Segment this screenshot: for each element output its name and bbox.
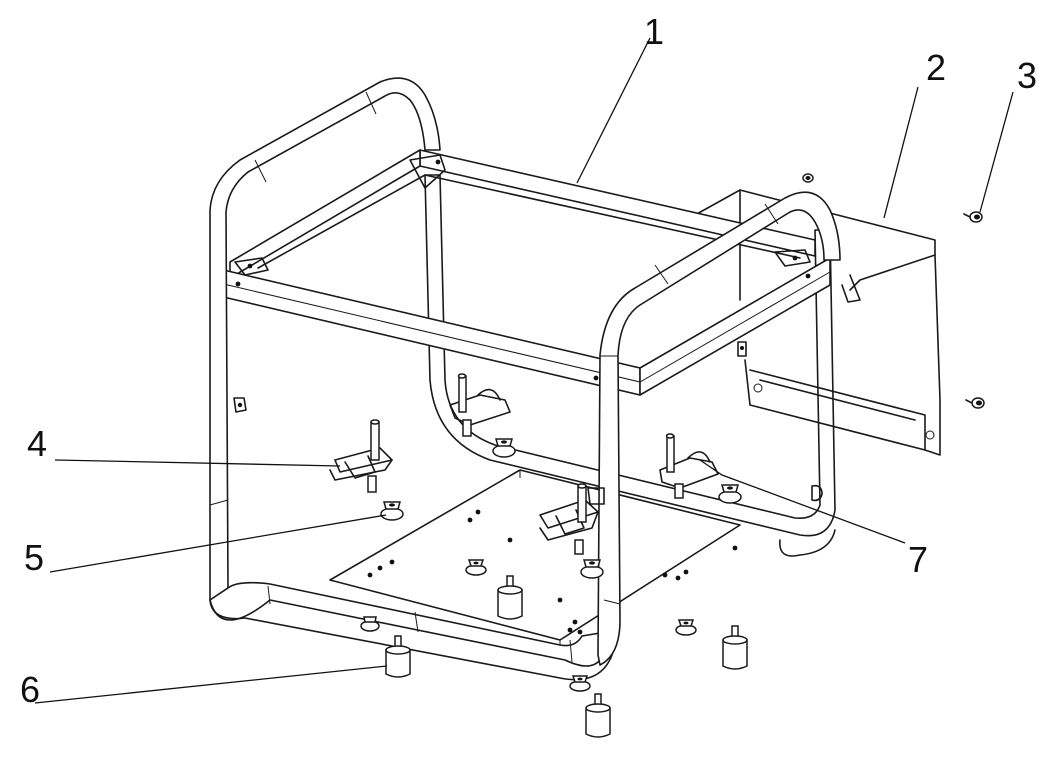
flange-nuts: [360, 438, 742, 692]
engine-mount-rear-right: [659, 433, 719, 499]
callout-labels: 1 2 3 4 5 6 7: [20, 11, 1037, 710]
leader-6: [34, 665, 388, 704]
rubber-feet: [385, 575, 748, 738]
rear-bracket-panel: [694, 189, 941, 456]
frame-front-loop: [209, 77, 841, 681]
callout-4: 4: [27, 423, 47, 464]
leader-1: [576, 37, 651, 184]
callout-7: 7: [908, 539, 928, 580]
leader-7: [699, 459, 906, 544]
callout-5: 5: [24, 537, 44, 578]
leader-5: [49, 514, 387, 573]
callout-1: 1: [644, 11, 664, 52]
leader-2: [883, 86, 919, 219]
callout-3: 3: [1017, 55, 1037, 96]
engine-mount-left: [329, 419, 393, 493]
leader-4: [54, 459, 341, 467]
leader-3: [979, 91, 1014, 213]
base-plate: [329, 469, 741, 648]
top-frame-rails: [214, 149, 831, 396]
callout-2: 2: [926, 47, 946, 88]
leader-lines: [34, 37, 1014, 704]
bolts: [802, 173, 985, 409]
engine-mount-rear-left: [449, 373, 511, 437]
callout-6: 6: [20, 669, 40, 710]
engine-mount-center: [539, 483, 599, 555]
